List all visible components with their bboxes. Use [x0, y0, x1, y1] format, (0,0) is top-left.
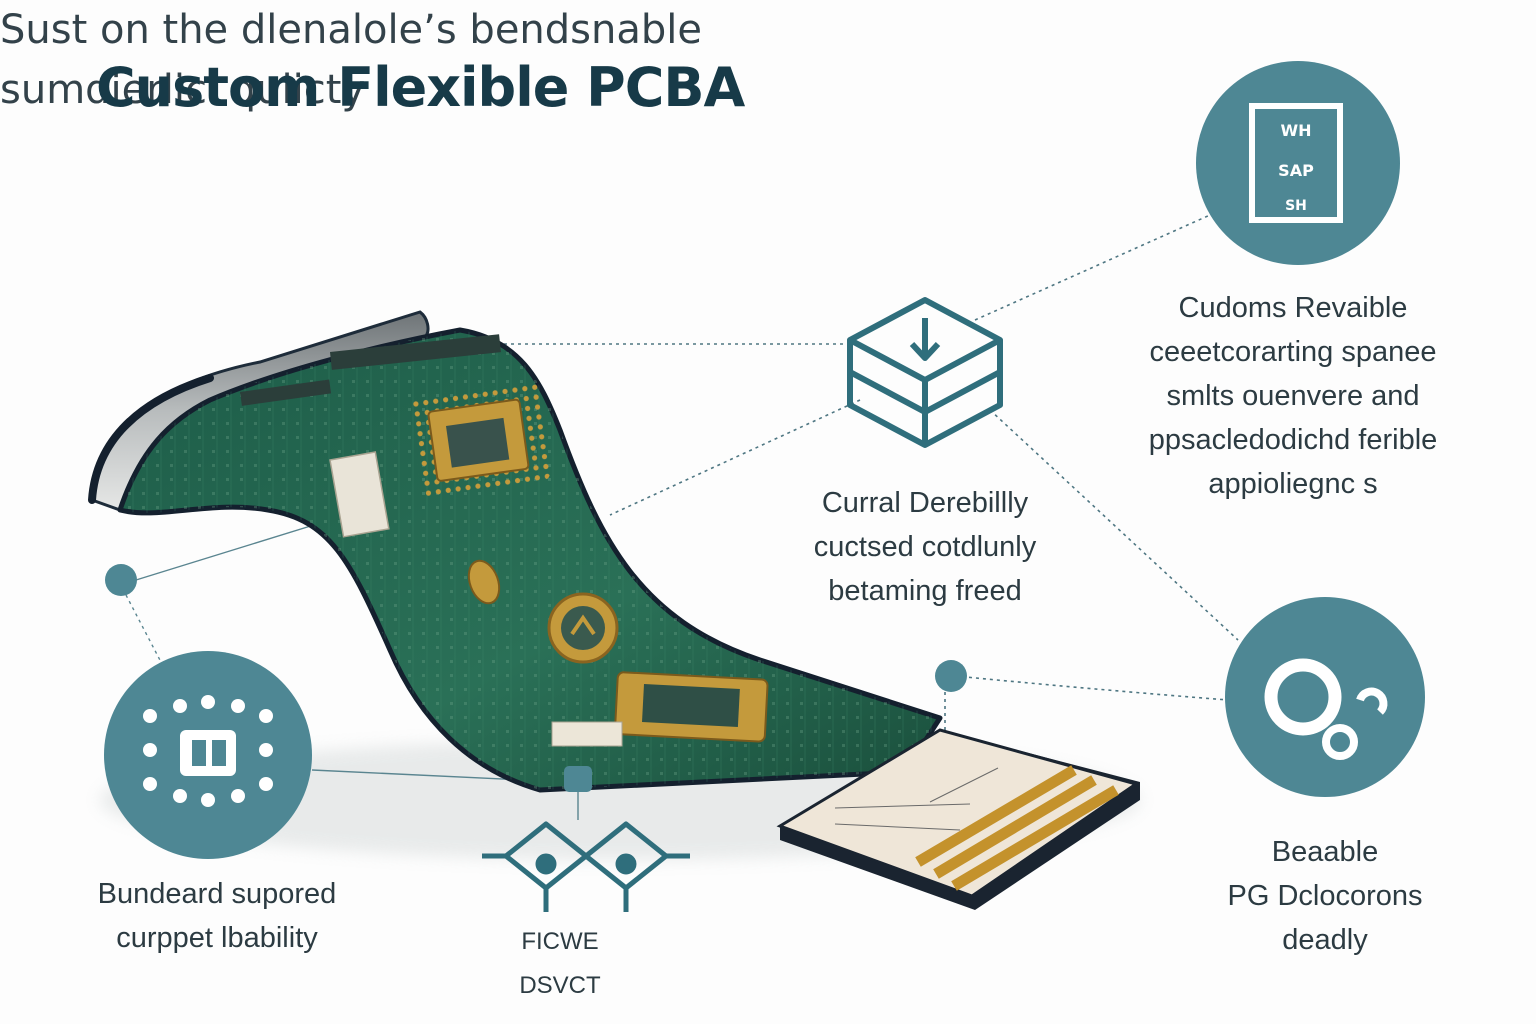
callout-line: cuctsed cotdlunly [813, 531, 1037, 563]
callout-bottom-left: Bundeard supored curppet lbability [62, 872, 372, 960]
connector-box-to-top-circle [974, 214, 1211, 321]
callout-line: Curral Derebillly [821, 487, 1029, 519]
callout-line: FICWE [521, 928, 599, 955]
lower-chip [614, 671, 769, 743]
callout-line: PG Dclocorons [1227, 880, 1423, 912]
callout-line: curppet lbability [116, 922, 318, 954]
callout-line: ceeetcorarting spanee [1149, 336, 1437, 368]
round-gold-pad [547, 592, 619, 664]
badge-text-3: SH [1285, 198, 1307, 214]
badge-text-2: SAP [1278, 161, 1314, 180]
flex-board-traces [120, 330, 940, 790]
chip-array-icon [104, 651, 312, 859]
linked-nodes-icon [482, 821, 690, 912]
callout-bottom-right: Beaable PG Dclocorons deadly [1190, 830, 1460, 962]
page-title: Custom Flexible PCBA [96, 56, 745, 119]
callout-line: Bundeard supored [97, 878, 337, 910]
main-chip [408, 380, 550, 497]
subtitle-line-1: Sust on the dlenalole’s bendsnable [0, 7, 702, 53]
board-white-pad [329, 451, 390, 538]
callout-line: deadly [1282, 924, 1368, 956]
connector-lines [490, 214, 1239, 800]
flex-connector-icon [1225, 597, 1425, 797]
board-back-edge [88, 374, 214, 504]
callout-line: betaming freed [828, 575, 1022, 607]
subtitle-line-2: sumdierlicl qulicty [0, 67, 366, 113]
connector-dot-to-right-circle [954, 675, 1229, 701]
callout-top-right: Cudoms Revaible ceeetcorarting spanee sm… [1118, 286, 1468, 506]
connector-left-dot-down [125, 594, 163, 665]
callout-line: smlts ouenvere and [1166, 380, 1420, 412]
subtitle: Sust on the dlenalole’s bendsnable sumdi… [0, 0, 1536, 120]
display-panel-icon: WH SAP SH [1196, 61, 1400, 265]
board-header-strips [240, 334, 501, 406]
connector-left-dot-to-board [135, 519, 331, 581]
dot-left [105, 564, 137, 596]
oval-pad [467, 559, 501, 605]
small-white-pad [551, 721, 623, 747]
dot-center [935, 660, 967, 692]
download-box-icon [847, 297, 1003, 448]
flex-tail-surface [776, 728, 1140, 898]
tab-marker [564, 766, 592, 792]
tail-line-1 [834, 803, 971, 809]
callout-bottom-center: FICWE DSVCT [470, 920, 650, 1008]
badge-text-1: WH [1280, 121, 1311, 140]
callout-line: Cudoms Revaible [1178, 292, 1408, 324]
callout-line: appioliegnc s [1208, 468, 1378, 500]
connector-box-to-right-circle [989, 409, 1239, 641]
callout-line: Beaable [1271, 836, 1379, 868]
callout-center: Curral Derebillly cuctsed cotdlunly beta… [770, 481, 1080, 613]
tail-line-2 [834, 823, 961, 831]
callout-line: DSVCT [519, 972, 601, 999]
callout-line: ppsacledodichd ferible [1148, 424, 1438, 456]
tail-line-3 [929, 767, 999, 803]
gold-fingers [915, 765, 1119, 891]
